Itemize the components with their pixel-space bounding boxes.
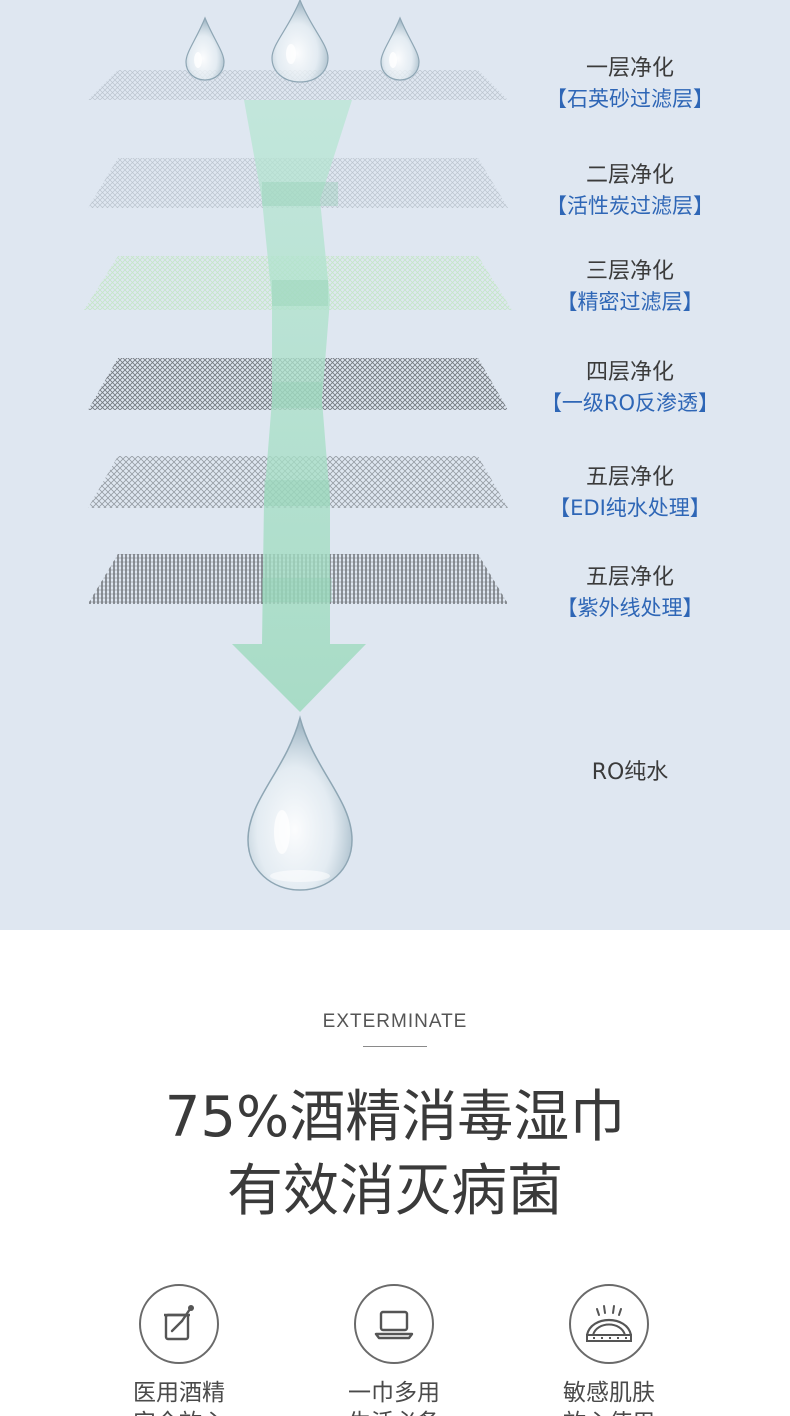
layer-title: 四层净化	[585, 360, 674, 385]
product-intro-section: EXTERMINATE 75%酒精消毒湿巾 有效消灭病菌 医用酒精 安全放心 一…	[0, 930, 790, 1416]
section-eyebrow: EXTERMINATE	[322, 1011, 468, 1032]
alcohol-beaker-icon	[164, 1305, 194, 1341]
feature-multi-use: 一巾多用 生活必备	[314, 1284, 474, 1416]
layer-description: 【精密过滤层】	[556, 290, 704, 314]
water-drop-small-right	[380, 16, 420, 81]
layer-label-3: 三层净化 【精密过滤层】	[520, 257, 740, 317]
feature-icon-circle	[569, 1284, 649, 1364]
layer-label-6: 五层净化 【紫外线处理】	[520, 563, 740, 623]
feature-subtitle: 安全放心	[99, 1408, 259, 1416]
feature-subtitle: 生活必备	[314, 1408, 474, 1416]
water-drop-small-left	[185, 16, 225, 81]
ro-water-label: RO纯水	[591, 760, 669, 785]
layer-title: 五层净化	[585, 465, 674, 490]
water-drop-small-center	[271, 0, 329, 83]
layer-description: 【紫外线处理】	[556, 596, 704, 620]
feature-title: 敏感肌肤	[563, 1380, 655, 1406]
headline-line-1: 75%酒精消毒湿巾	[164, 1085, 626, 1150]
layer-label-1: 一层净化 【石英砂过滤层】	[520, 54, 740, 114]
feature-title: 一巾多用	[348, 1380, 440, 1406]
skin-layer-icon	[585, 1305, 633, 1342]
layer-description: 【活性炭过滤层】	[546, 194, 714, 218]
eyebrow-divider	[363, 1046, 427, 1047]
feature-icon-circle	[354, 1284, 434, 1364]
purification-section: 一层净化 【石英砂过滤层】 二层净化 【活性炭过滤层】 三层净化 【精密过滤层】…	[0, 0, 790, 930]
filter-illustration	[84, 0, 512, 891]
feature-icon-circle	[139, 1284, 219, 1364]
headline-line-2: 有效消灭病菌	[227, 1159, 563, 1224]
layer-label-2: 二层净化 【活性炭过滤层】	[520, 161, 740, 221]
layer-description: 【石英砂过滤层】	[546, 87, 714, 111]
layer-description: 【EDI纯水处理】	[549, 496, 711, 520]
purification-flow-arrow	[232, 100, 366, 712]
layer-label-5: 五层净化 【EDI纯水处理】	[520, 463, 740, 523]
layer-title: 一层净化	[585, 56, 674, 81]
water-drop-large	[247, 715, 353, 891]
layer-label-4: 四层净化 【一级RO反渗透】	[520, 358, 740, 418]
feature-sensitive-skin: 敏感肌肤 放心使用	[529, 1284, 689, 1416]
layer-title: 五层净化	[585, 565, 674, 590]
laptop-icon	[374, 1310, 414, 1340]
layer-title: 二层净化	[585, 163, 674, 188]
feature-subtitle: 放心使用	[529, 1408, 689, 1416]
feature-title: 医用酒精	[133, 1380, 225, 1406]
layer-title: 三层净化	[585, 259, 674, 284]
layer-description: 【一级RO反渗透】	[540, 391, 720, 415]
feature-medical-alcohol: 医用酒精 安全放心	[99, 1284, 259, 1416]
